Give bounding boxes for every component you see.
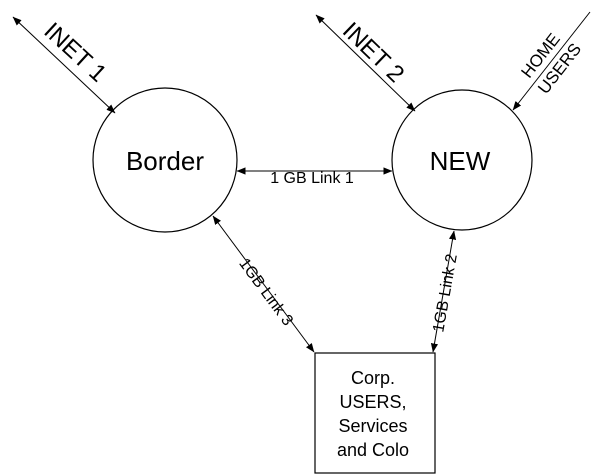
link3-arrow xyxy=(212,215,315,353)
link2-label: 1GB Link 2 xyxy=(430,253,461,334)
border-node xyxy=(92,87,238,233)
link1-label: 1 GB Link 1 xyxy=(270,170,354,187)
corp-label-line3: Services xyxy=(338,416,407,436)
inet2-arrow xyxy=(315,14,416,112)
new-label: NEW xyxy=(430,146,491,176)
corp-node xyxy=(314,352,436,474)
corp-label-line2: USERS, xyxy=(339,392,406,412)
inet1-arrow xyxy=(12,16,116,114)
corp-label-line4: and Colo xyxy=(337,440,409,460)
link3-label: 1GB Link 3 xyxy=(235,255,296,329)
new-node xyxy=(391,89,533,231)
link2-arrow xyxy=(430,230,457,353)
inet1-label: INET 1 xyxy=(39,17,112,87)
inet2-label: INET 2 xyxy=(337,17,409,88)
border-label: Border xyxy=(126,146,204,176)
corp-label-line1: Corp. xyxy=(351,368,395,388)
home-users-arrow xyxy=(512,11,591,111)
